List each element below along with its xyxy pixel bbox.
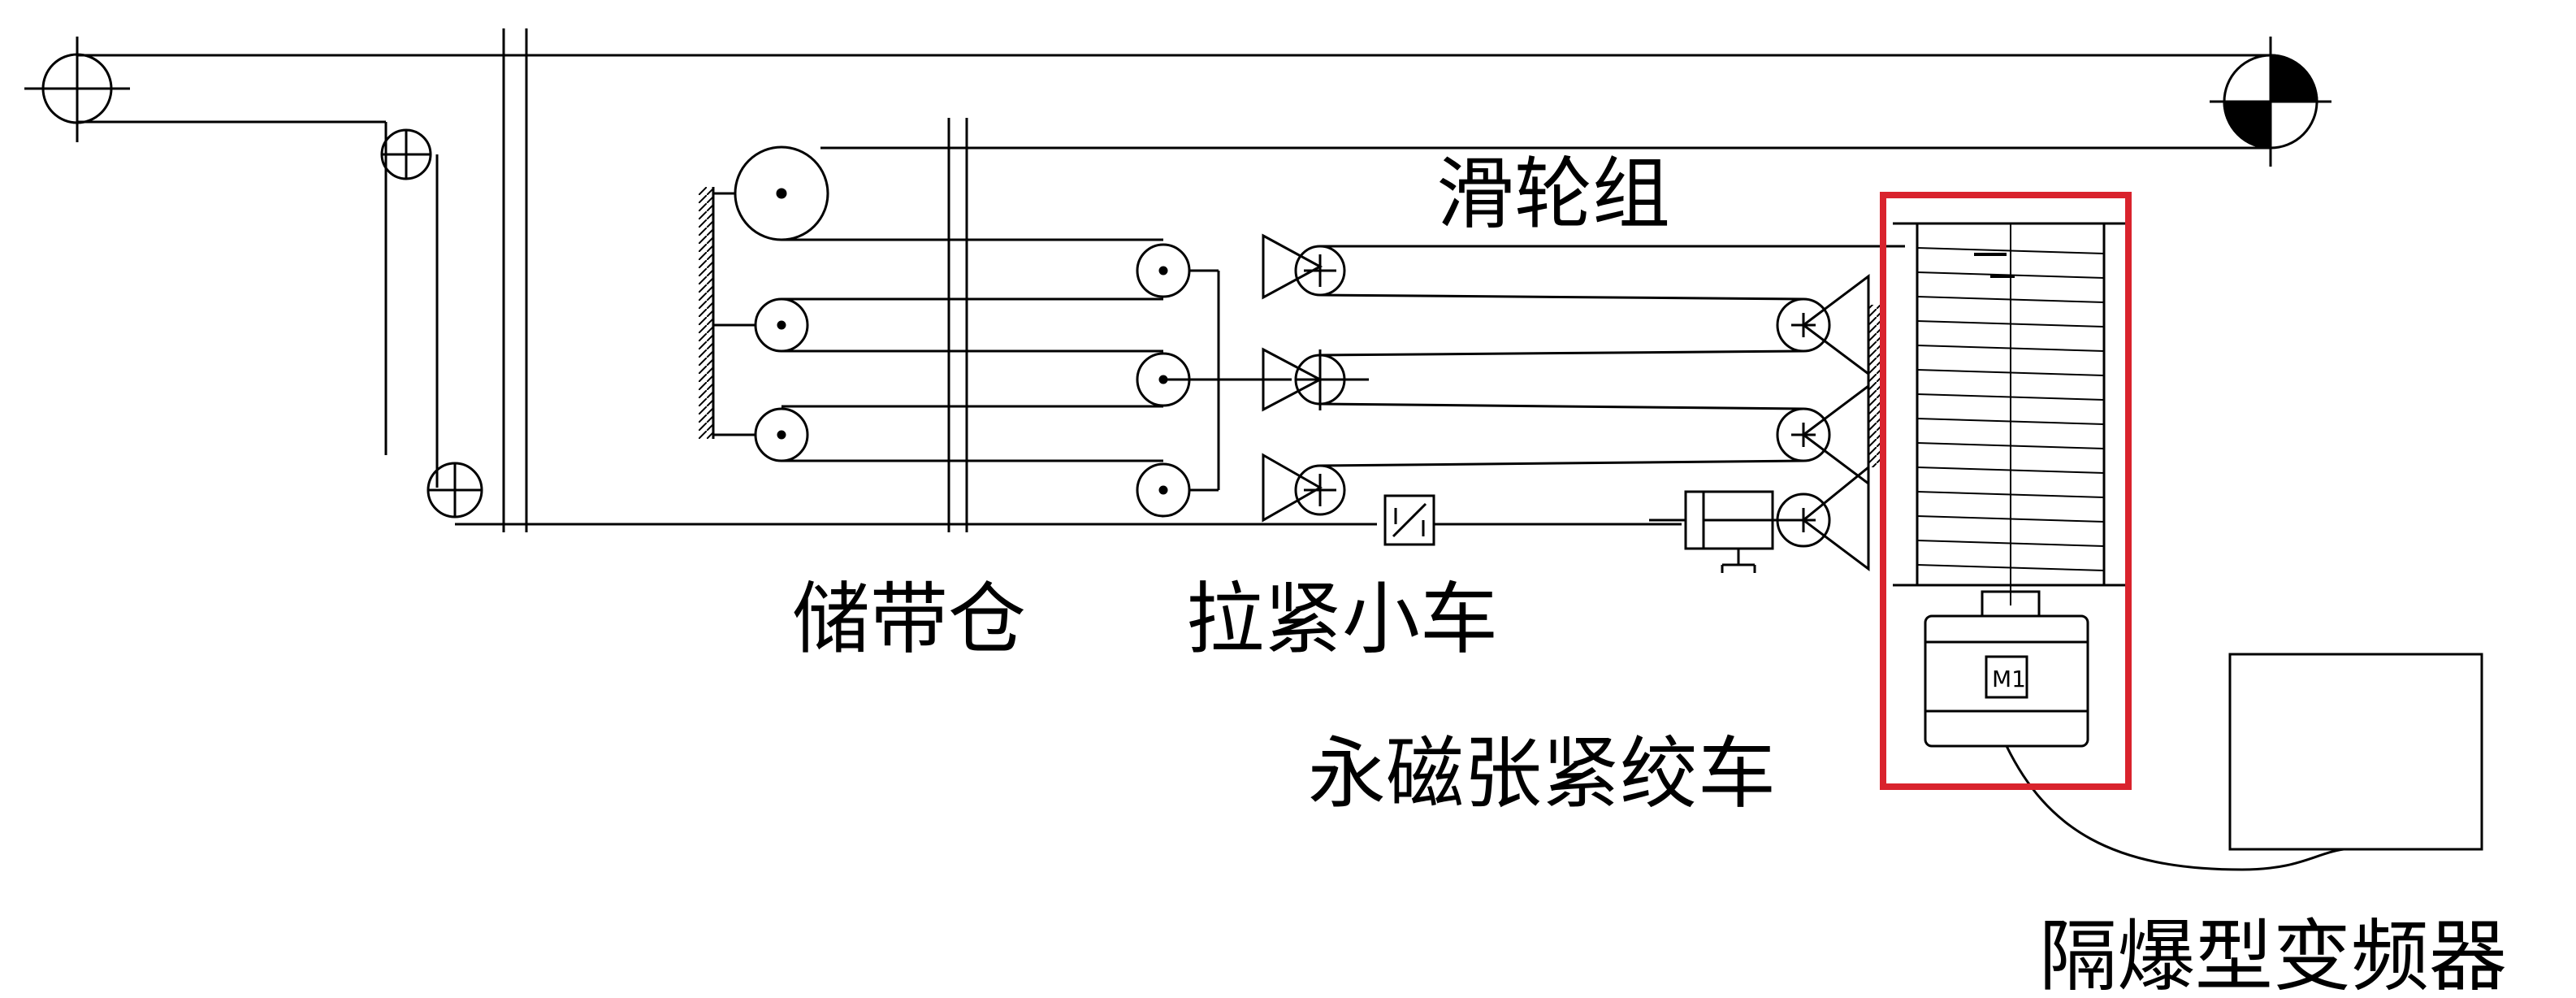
label-motor: M1 (1992, 666, 2026, 692)
main-belt (77, 54, 2271, 526)
pulley-ropes (1319, 245, 1905, 467)
label-winch: 永磁张紧绞车 (1308, 728, 1776, 819)
hydraulic-cylinder (1649, 490, 1791, 573)
storage-belt-loops (781, 238, 1163, 518)
break-marks (502, 28, 968, 532)
winch-drum (1893, 222, 2128, 605)
pulley-group-right (1776, 274, 1883, 571)
inverter-box (2228, 653, 2483, 851)
label-belt-storage: 储带仓 (792, 574, 1026, 665)
drive-pulley-right (2210, 37, 2331, 167)
storage-movable-pulleys (1136, 243, 1292, 518)
label-pulley-group: 滑轮组 (1436, 149, 1670, 240)
head-pulley-left (24, 37, 130, 142)
bend-pulley-upper (380, 128, 432, 180)
winch-highlight-frame (1880, 192, 2132, 790)
tension-sensor (1383, 494, 1435, 546)
bend-pulley-lower (426, 462, 483, 519)
label-inverter: 隔爆型变频器 (2039, 911, 2507, 998)
storage-fixed-pulleys (699, 145, 829, 462)
tension-trolley (1262, 233, 1369, 523)
inverter-cable (2005, 745, 2344, 871)
label-tension-trolley: 拉紧小车 (1186, 574, 1498, 665)
